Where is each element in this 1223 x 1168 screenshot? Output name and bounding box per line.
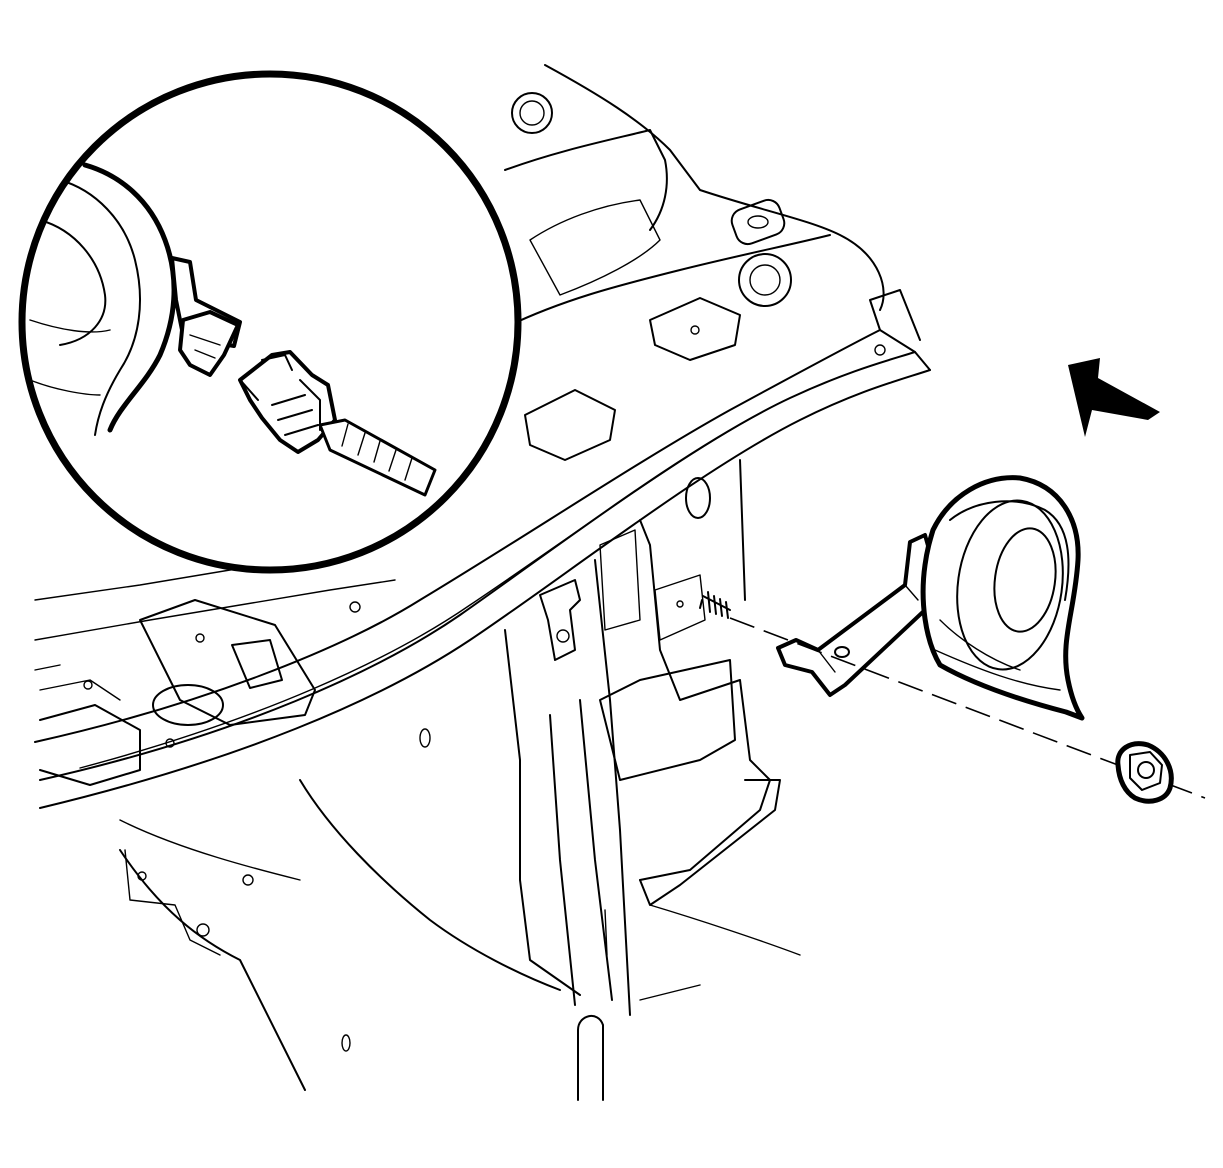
left-lower-round-hole bbox=[152, 684, 224, 726]
center-support-left-edge bbox=[504, 629, 581, 996]
center-support-right-edge bbox=[594, 559, 631, 1016]
right-panel-lower-flange bbox=[639, 459, 781, 906]
installation-axis-line bbox=[729, 617, 1206, 799]
detail-horn-inner-curve bbox=[59, 179, 141, 436]
tie-bar-end-flange bbox=[869, 289, 931, 371]
horn-nut bbox=[1115, 741, 1174, 804]
magnified-connector-detail bbox=[18, 70, 522, 574]
left-lower-pocket-1 bbox=[139, 599, 316, 726]
upper-rail-lower-edge bbox=[499, 234, 831, 331]
detail-border-ring bbox=[18, 70, 522, 574]
upper-tie-bar-upper-edge bbox=[34, 329, 881, 743]
left-lower-pocket-2 bbox=[39, 704, 141, 786]
horn-assembly bbox=[676, 475, 1206, 804]
forward-direction-arrow bbox=[1068, 358, 1160, 437]
rail-tab-hole bbox=[874, 344, 886, 356]
apron-hole-b bbox=[242, 874, 254, 886]
rail-hole-2 bbox=[738, 253, 792, 307]
rail-pocket-2 bbox=[524, 389, 616, 461]
left-hole-c bbox=[83, 680, 93, 690]
connector-latch bbox=[241, 379, 321, 431]
lower-apron-inner bbox=[124, 849, 221, 956]
lower-apron-curve bbox=[299, 779, 561, 991]
rail-pocket-1-hole bbox=[690, 325, 700, 335]
horn bbox=[920, 475, 1085, 721]
upper-tie-bar-mid-edge bbox=[39, 351, 916, 781]
right-panel-slot bbox=[419, 728, 431, 748]
rail-slot-1-inner bbox=[747, 215, 769, 229]
rail-pocket-1 bbox=[649, 297, 741, 361]
horn-nut-bore bbox=[1137, 761, 1155, 779]
upper-tie-bar-inner-line bbox=[79, 407, 771, 769]
horn-mounting-bracket bbox=[776, 533, 934, 697]
left-hole-b bbox=[195, 633, 205, 643]
horn-nut-hex bbox=[1129, 751, 1163, 791]
horn-nut-flange bbox=[1115, 741, 1174, 804]
right-panel-lower-pocket bbox=[599, 659, 736, 781]
right-panel-hole bbox=[685, 477, 711, 519]
lower-post bbox=[577, 1015, 604, 1101]
lower-apron-curve-2 bbox=[119, 819, 301, 881]
detail-horn-contour bbox=[29, 319, 111, 396]
horn-diaphragm-outer bbox=[956, 499, 1064, 671]
horn-body-contour bbox=[934, 619, 1061, 691]
center-support-clip bbox=[539, 579, 581, 661]
center-support-channel bbox=[549, 699, 613, 1006]
upper-rail-fold bbox=[504, 129, 668, 231]
detail-horn-terminal-socket bbox=[178, 310, 240, 377]
connector-lock-tab bbox=[261, 354, 319, 436]
horn-bracket-hole bbox=[834, 646, 850, 658]
mounting-stud-base bbox=[676, 600, 684, 608]
lower-apron-edge bbox=[119, 849, 306, 1091]
rail-hole-1 bbox=[511, 92, 553, 134]
left-lower-pocket-1-hole bbox=[231, 639, 283, 689]
apron-hole-c bbox=[196, 923, 210, 937]
upper-tie-bar-lower-edge bbox=[39, 369, 931, 809]
upper-rail-top-edge bbox=[544, 64, 885, 311]
lower-floor-line bbox=[639, 904, 801, 1001]
front-end-body-structure bbox=[34, 64, 931, 1101]
left-hole-d bbox=[165, 738, 175, 748]
horn-diaphragm-inner bbox=[993, 527, 1057, 633]
left-hole-a bbox=[349, 601, 361, 613]
right-panel-inner bbox=[599, 529, 706, 641]
mounting-stud bbox=[699, 591, 731, 619]
harness-tape-wraps bbox=[341, 423, 413, 481]
horn-rim bbox=[949, 500, 1070, 601]
left-lower-panel-edge-2 bbox=[34, 579, 396, 641]
rail-hole-2-inner bbox=[749, 264, 781, 296]
rail-hole-1-inner bbox=[519, 100, 545, 126]
rail-slot-1 bbox=[730, 198, 786, 246]
left-lower-pocket-3 bbox=[34, 664, 121, 701]
center-support-clip-hole bbox=[556, 629, 570, 643]
detail-terminal-ribs bbox=[189, 334, 221, 359]
horn-bracket-fold-line bbox=[817, 584, 919, 673]
center-support-slot bbox=[604, 909, 608, 956]
right-panel-outline bbox=[639, 519, 771, 881]
apron-slot-a bbox=[341, 1034, 351, 1052]
upper-rail-panel bbox=[529, 199, 661, 296]
apron-hole-a bbox=[137, 871, 147, 881]
detail-horn-diaphragm bbox=[39, 219, 107, 346]
